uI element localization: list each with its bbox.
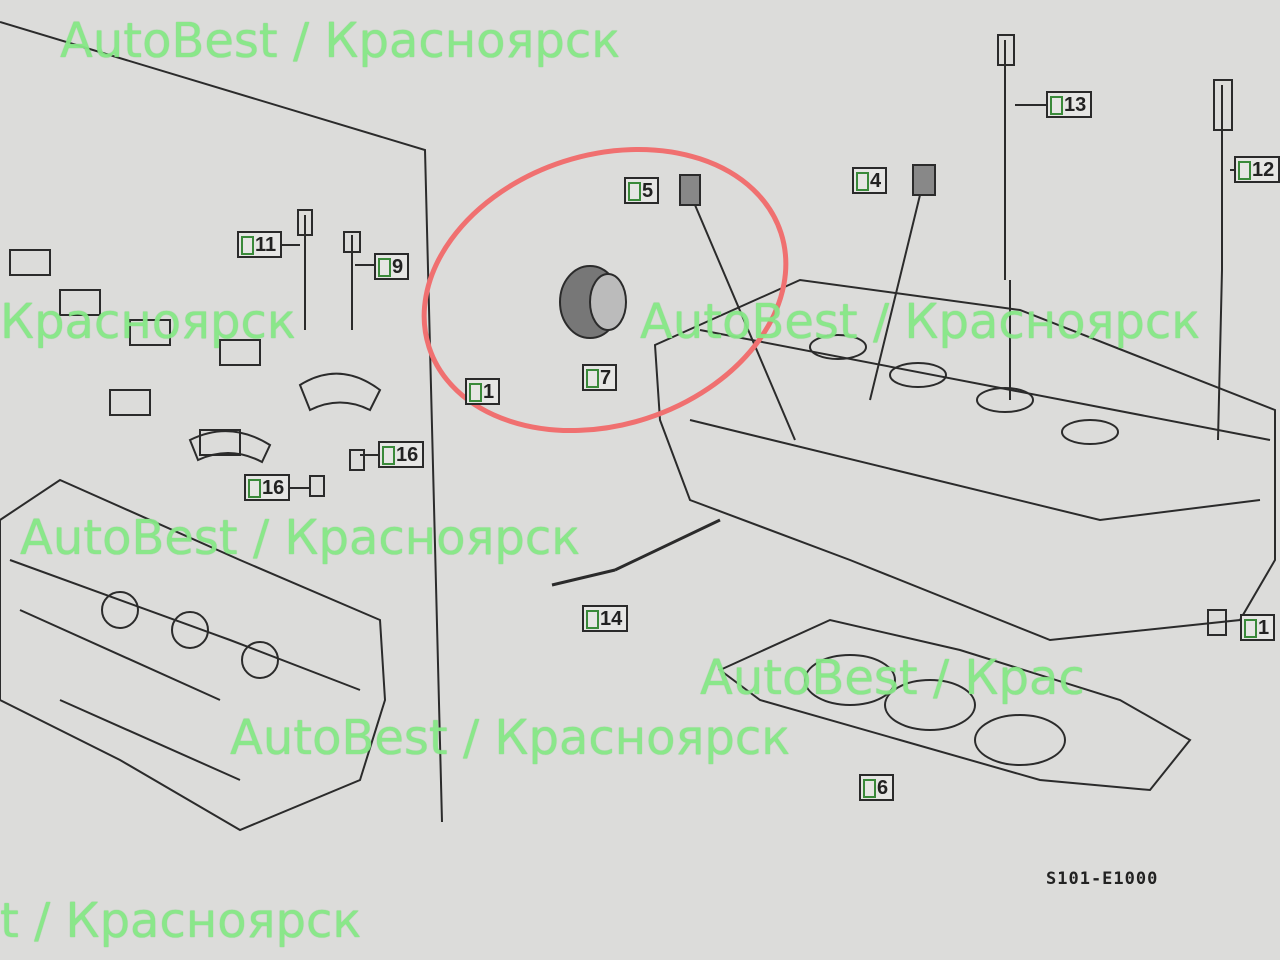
watermark: AutoBest / Красноярск (230, 710, 791, 766)
cylinder-head-left (0, 478, 387, 832)
callout-14[interactable]: 14 (582, 605, 629, 632)
watermark: AutoBest / Крас (700, 650, 1085, 706)
page-fold-line (0, 21, 443, 823)
callout-16-b[interactable]: 16 (378, 441, 425, 468)
cam-holders (9, 249, 382, 464)
callout-9[interactable]: 9 (374, 253, 410, 280)
callout-11[interactable]: 11 (237, 231, 283, 258)
callout-13[interactable]: 13 (1046, 91, 1093, 118)
callout-7[interactable]: 7 (582, 364, 618, 391)
callout-4[interactable]: 4 (852, 167, 888, 194)
part-7-plug (559, 265, 627, 339)
watermark: Красноярск (0, 294, 296, 350)
highlight-circle (421, 146, 789, 434)
callout-1[interactable]: 1 (465, 378, 501, 405)
callout-6[interactable]: 6 (859, 774, 895, 801)
diagram-code: S101-E1000 (1046, 869, 1159, 889)
watermark: AutoBest / Красноярск (60, 13, 621, 69)
watermark: AutoBest / Красноярск (20, 510, 581, 566)
callout-1-b[interactable]: 1 (1240, 614, 1276, 641)
callout-12[interactable]: 12 (1234, 156, 1280, 183)
callout-16-a[interactable]: 16 (244, 474, 291, 501)
watermark: t / Красноярск (0, 893, 362, 949)
watermark: AutoBest / Красноярск (640, 294, 1201, 350)
callout-5[interactable]: 5 (624, 177, 660, 204)
head-gasket (718, 618, 1192, 792)
